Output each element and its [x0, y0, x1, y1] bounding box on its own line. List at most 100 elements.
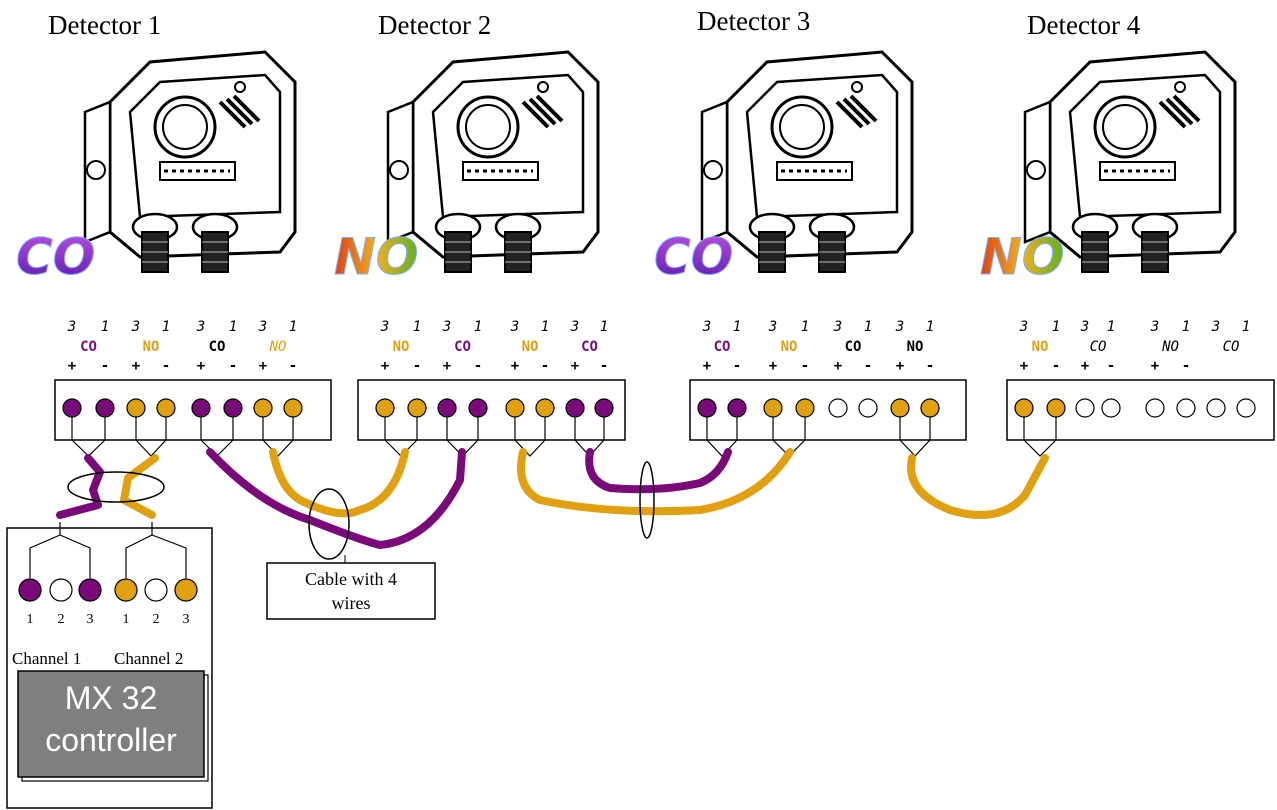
- detector-3-terminal-2: [727, 398, 747, 418]
- channel-2-label: Channel 2: [114, 649, 183, 668]
- cable-note-line1: Cable with 4: [305, 569, 397, 589]
- detector-3-polarity-mark: -: [926, 358, 934, 374]
- detector-2-polarity-mark: +: [443, 358, 451, 374]
- detector-1-pin-number: 3: [67, 319, 76, 335]
- detector-3-pin-number: 3: [833, 319, 842, 335]
- channel-1-label: Channel 1: [12, 649, 81, 668]
- detector-2-terminal-gas-label: CO: [454, 339, 471, 355]
- detector-3-terminal-7: [890, 398, 910, 418]
- detector-3-housing: [700, 50, 914, 274]
- detector-1-polarity-mark: -: [101, 358, 109, 374]
- detector-1-pin-number: 3: [196, 319, 205, 335]
- detector-1-title: Detector 1: [48, 10, 161, 40]
- cable-bundle-ring-d1-d2: [308, 488, 350, 560]
- controller-terminal-3: [78, 578, 102, 602]
- controller-terminal-number: 3: [183, 612, 190, 627]
- detector-3-terminal-gas-label: CO: [714, 339, 731, 355]
- detector-4-terminal-gas-label: NO: [1032, 339, 1049, 355]
- detector-4-pin-number: 1: [1182, 319, 1190, 335]
- detector-1-terminal-2: [95, 398, 115, 418]
- detector-2-terminal-gas-label: CO: [581, 339, 598, 355]
- detector-1-terminal-6: [223, 398, 243, 418]
- detector-4-polarity-mark: +: [1151, 358, 1159, 374]
- detector-2-terminal-3: [437, 398, 457, 418]
- detector-2-pin-number: 3: [442, 319, 451, 335]
- detector-1-polarity-mark: -: [162, 358, 170, 374]
- detector-1-terminal-8: [283, 398, 303, 418]
- detector-3-pin-number: 3: [702, 319, 711, 335]
- detector-4-polarity-mark: +: [1020, 358, 1028, 374]
- detector-4-terminal-1: [1014, 398, 1034, 418]
- detector-4-terminal-5: [1145, 398, 1165, 418]
- detector-2-terminal-4: [468, 398, 488, 418]
- detector-2-terminal-gas-label: NO: [522, 339, 539, 355]
- detector-1-terminal-5: [191, 398, 211, 418]
- detector-4-pin-number: 1: [1242, 319, 1250, 335]
- cable-bundle-ring-d2-d3: [639, 461, 655, 539]
- wire-controller-no: [120, 454, 159, 519]
- detector-1-terminal-gas-label: CO: [80, 339, 97, 355]
- detector-3-terminal-3: [763, 398, 783, 418]
- detector-1-pin-number: 1: [229, 319, 237, 335]
- detector-4-terminal-gas-label: CO: [1090, 339, 1107, 355]
- detector-4-terminal-4: [1101, 398, 1121, 418]
- detector-1-polarity-mark: +: [68, 358, 76, 374]
- controller-name-line2: controller: [45, 722, 177, 758]
- detector-4-polarity-mark: -: [1107, 358, 1115, 374]
- detector-2-terminal-5: [505, 398, 525, 418]
- detector-1-polarity-mark: +: [259, 358, 267, 374]
- controller-terminal-1: [18, 578, 42, 602]
- detector-2-pin-number: 1: [474, 319, 482, 335]
- detector-1-terminal-gas-label: CO: [209, 339, 226, 355]
- wire-d1-d2-no: [269, 448, 409, 518]
- detector-2-polarity-mark: -: [541, 358, 549, 374]
- controller-terminal-5: [144, 578, 168, 602]
- detector-1-terminal-1: [62, 398, 82, 418]
- detector-3-polarity-mark: +: [834, 358, 842, 374]
- detector-3-polarity-mark: +: [703, 358, 711, 374]
- detector-1-gas-label: CO: [16, 228, 95, 286]
- detector-2-terminal-2: [407, 398, 427, 418]
- detector-2-pin-number: 1: [541, 319, 549, 335]
- detector-1-polarity-mark: -: [229, 358, 237, 374]
- detector-4-gas-label: NO: [980, 228, 1064, 286]
- detector-1-terminal-7: [253, 398, 273, 418]
- wire-d1-d2-co: [206, 448, 466, 549]
- detector-1-terminal-gas-label: NO: [269, 339, 287, 355]
- detector-3-terminal-6: [858, 398, 878, 418]
- wire-controller-co: [56, 454, 104, 519]
- detector-3-pin-number: 3: [895, 319, 904, 335]
- detector-1-terminal-gas-label: NO: [143, 339, 160, 355]
- detector-2-polarity-mark: +: [511, 358, 519, 374]
- detector-3-terminal-gas-label: CO: [845, 339, 862, 355]
- controller-terminal-2: [49, 578, 73, 602]
- detector-3-polarity-mark: -: [801, 358, 809, 374]
- controller-terminal-number: 1: [27, 612, 34, 627]
- detector-4-terminal-gas-label: CO: [1223, 339, 1240, 355]
- detector-1-polarity-mark: -: [289, 358, 297, 374]
- cable-note-box: [266, 562, 436, 620]
- detector-2-terminal-gas-label: NO: [393, 339, 410, 355]
- detector-1-terminal-4: [156, 398, 176, 418]
- detector-1-polarity-mark: +: [132, 358, 140, 374]
- detector-3-polarity-mark: -: [733, 358, 741, 374]
- controller-name-line1: MX 32: [65, 680, 157, 716]
- detector-1-polarity-mark: +: [197, 358, 205, 374]
- detector-4-terminal-2: [1046, 398, 1066, 418]
- detector-3-polarity-mark: +: [769, 358, 777, 374]
- cable-note-line2: wires: [332, 593, 371, 613]
- controller-terminal-6: [174, 578, 198, 602]
- detector-4-polarity-mark: -: [1182, 358, 1190, 374]
- detector-3-terminal-4: [795, 398, 815, 418]
- mx32-controller-panel: [17, 670, 205, 778]
- detector-3-terminal-5: [828, 398, 848, 418]
- detector-3-gas-label: CO: [654, 228, 733, 286]
- detector-3-terminal-gas-label: NO: [907, 339, 924, 355]
- wire-d2-d3-co: [585, 448, 732, 494]
- detector-4-pin-number: 3: [1150, 319, 1159, 335]
- controller-terminal-4: [114, 578, 138, 602]
- detector-4-pin-number: 1: [1107, 319, 1115, 335]
- wire-d3-d4-no: [907, 454, 1049, 519]
- detector-3-terminal-8: [920, 398, 940, 418]
